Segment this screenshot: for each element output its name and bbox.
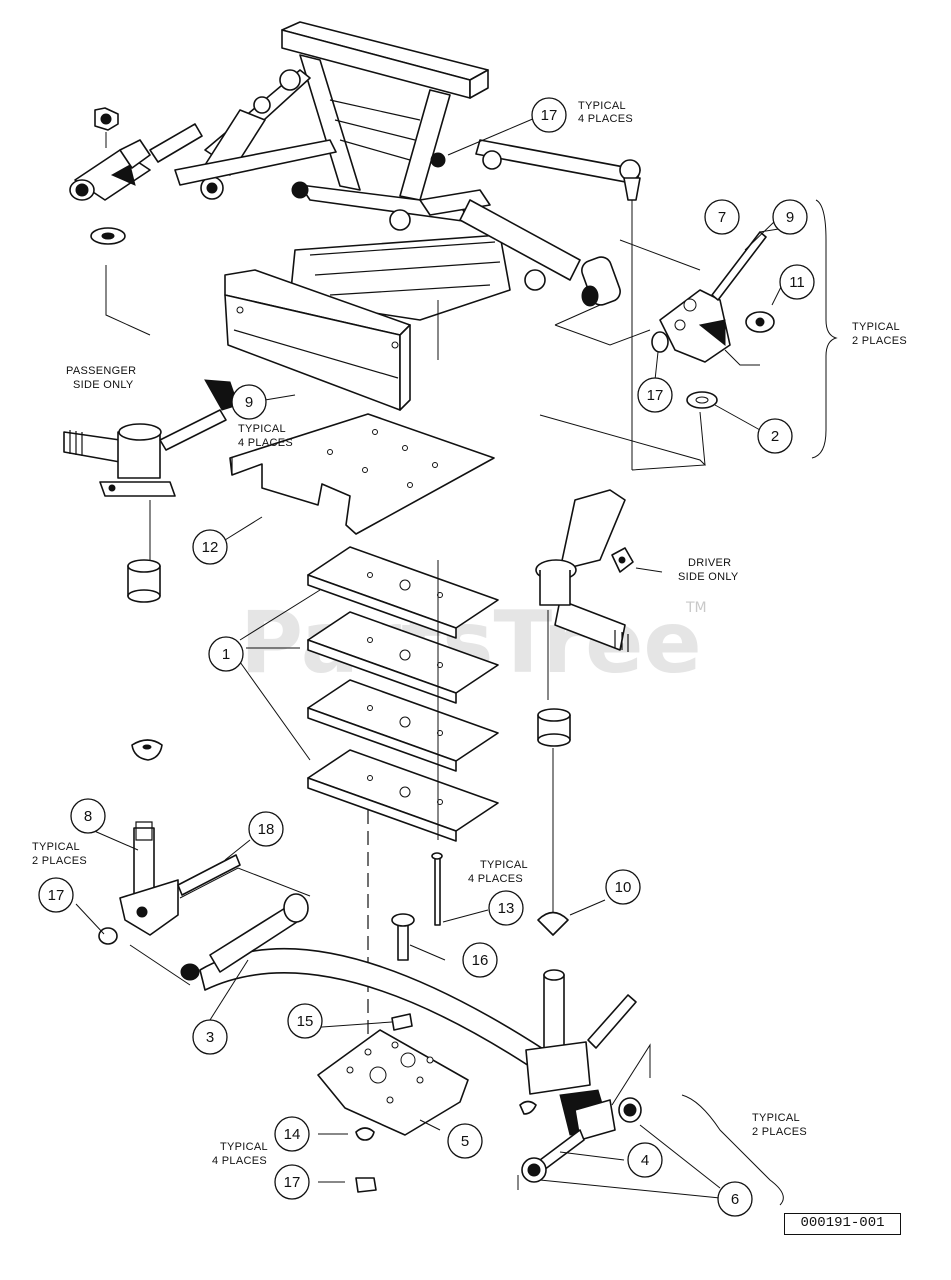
note-typical-4-bolt-line1: TYPICAL — [480, 859, 528, 871]
callout-label: 15 — [297, 1013, 314, 1030]
callout-18: 18 — [248, 811, 284, 847]
reference-code-box: 000191-001 — [784, 1213, 901, 1235]
bracket-assembly-right — [539, 199, 838, 471]
callout-label: 8 — [84, 808, 92, 825]
note-typical-2-bottom-line2: 2 PLACES — [752, 1126, 807, 1138]
callout-16: 16 — [462, 942, 498, 978]
callout-1: 1 — [208, 636, 244, 672]
callout-label: 7 — [718, 209, 726, 226]
note-typical-2-right-line1: TYPICAL — [852, 321, 900, 333]
callout-5: 5 — [447, 1123, 483, 1159]
plate-stack — [229, 300, 499, 1080]
callout-label: 14 — [284, 1126, 301, 1143]
note-typical-4-bolt-line2: 4 PLACES — [468, 873, 523, 885]
note-passenger-line1: PASSENGER — [66, 365, 136, 377]
bottom-hardware — [317, 852, 569, 1193]
callout-9-left: 9 — [231, 384, 267, 420]
callouts: 17 7 9 11 17 2 9 12 1 8 18 17 10 13 16 3… — [38, 97, 815, 1217]
clip-washer — [131, 739, 163, 761]
callout-12: 12 — [192, 529, 228, 565]
callout-7: 7 — [704, 199, 740, 235]
callout-label: 4 — [641, 1152, 649, 1169]
callout-label: 16 — [472, 952, 489, 969]
callout-label: 5 — [461, 1133, 469, 1150]
note-typical-4-mid-line2: 4 PLACES — [238, 437, 293, 449]
note-typical-4-top-line2: 4 PLACES — [578, 113, 633, 125]
note-passenger-line2: SIDE ONLY — [73, 379, 134, 391]
note-typical-2-left-line1: TYPICAL — [32, 841, 80, 853]
driver-spindle — [535, 489, 663, 915]
watermark-trademark: TM — [685, 600, 707, 616]
callout-label: 9 — [786, 209, 794, 226]
note-typical-2-left-line2: 2 PLACES — [32, 855, 87, 867]
callout-17-right: 17 — [637, 377, 673, 413]
callout-label: 17 — [48, 887, 65, 904]
callout-label: 3 — [206, 1029, 214, 1046]
callout-10: 10 — [605, 869, 641, 905]
callout-label: 17 — [284, 1174, 301, 1191]
callout-label: 6 — [731, 1191, 739, 1208]
upper-frame-assembly — [174, 21, 701, 411]
callout-6: 6 — [717, 1181, 753, 1217]
note-typical-2-bottom-line1: TYPICAL — [752, 1112, 800, 1124]
tie-rod-end-assembly — [69, 107, 203, 336]
passenger-spindle — [63, 379, 239, 603]
callout-17-left: 17 — [38, 877, 74, 913]
note-typical-4-bottom-line1: TYPICAL — [220, 1141, 268, 1153]
note-driver-line1: DRIVER — [688, 557, 731, 569]
callout-2: 2 — [757, 418, 793, 454]
callout-17-bottom: 17 — [274, 1164, 310, 1200]
callout-8: 8 — [70, 798, 106, 834]
callout-3: 3 — [192, 1019, 228, 1055]
callout-13: 13 — [488, 890, 524, 926]
leaf-spring-assembly — [98, 821, 651, 1190]
leader-lines — [75, 117, 786, 1206]
callout-label: 18 — [258, 821, 275, 838]
callout-label: 9 — [245, 394, 253, 411]
callout-label: 12 — [202, 539, 219, 556]
notes: TYPICAL 4 PLACES TYPICAL 2 PLACES PASSEN… — [32, 100, 907, 1167]
callout-label: 17 — [541, 107, 558, 124]
callout-label: 10 — [615, 879, 632, 896]
note-typical-4-mid-line1: TYPICAL — [238, 423, 286, 435]
callout-11: 11 — [779, 264, 815, 300]
note-typical-4-bottom-line2: 4 PLACES — [212, 1155, 267, 1167]
callout-15: 15 — [287, 1003, 323, 1039]
callout-label: 1 — [222, 646, 230, 663]
callout-9-right: 9 — [772, 199, 808, 235]
note-typical-4-top-line1: TYPICAL — [578, 100, 626, 112]
callout-label: 2 — [771, 428, 779, 445]
note-driver-line2: SIDE ONLY — [678, 571, 739, 583]
note-typical-2-right-line2: 2 PLACES — [852, 335, 907, 347]
callout-17-top: 17 — [531, 97, 567, 133]
callout-label: 13 — [498, 900, 515, 917]
callout-14: 14 — [274, 1116, 310, 1152]
plate-12-holes — [327, 429, 438, 488]
callout-label: 17 — [647, 387, 664, 404]
callout-4: 4 — [627, 1142, 663, 1178]
callout-label: 11 — [789, 274, 805, 291]
